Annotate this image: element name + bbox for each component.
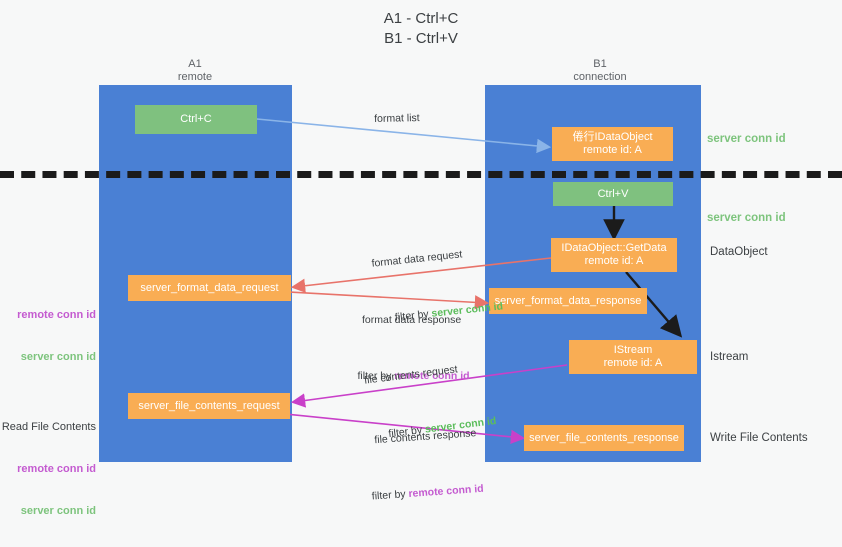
box-ctrl-v-line1: Ctrl+V: [597, 187, 629, 200]
right-label-write-file-contents: Write File Contents: [710, 432, 808, 444]
box-server-format-data-request-line1: server_format_data_request: [140, 281, 279, 294]
caption-file-contents-response-line2: filter by remote conn id: [371, 482, 484, 503]
right-label-server-conn-id-2: server conn id: [707, 212, 786, 224]
caption-file-contents-response-line1: file contents response: [373, 427, 477, 447]
box-server-file-contents-request[interactable]: server_file_contents_request: [128, 393, 290, 419]
caption-format-data-response-line1: format data response: [362, 314, 462, 326]
right-label-istream: Istream: [710, 351, 749, 363]
left-label-format-data-remote: remote conn id: [17, 309, 96, 321]
box-ctrl-c-line1: Ctrl+C: [180, 113, 212, 125]
box-idataobject[interactable]: 倦行IDataObject remote id: A: [552, 127, 673, 161]
box-idataobject-getdata[interactable]: IDataObject::GetData remote id: A: [551, 238, 677, 272]
lane-header-b1: B1 connection: [573, 58, 627, 83]
box-server-file-contents-response-line1: server_file_contents_response: [529, 431, 679, 444]
left-label-read-file-contents-remote: remote conn id: [17, 463, 96, 475]
caption-format-list: format list: [374, 112, 420, 125]
box-server-file-contents-response[interactable]: server_file_contents_response: [524, 425, 684, 451]
box-istream-line1: IStream: [613, 344, 653, 356]
box-idataobject-getdata-line2: remote id: A: [584, 255, 644, 267]
caption-file-contents-request-line1: file contents request: [363, 363, 459, 387]
box-server-format-data-request[interactable]: server_format_data_request: [128, 275, 291, 301]
box-server-format-data-response-line1: server_format_data_response: [494, 294, 642, 307]
left-label-format-data-server: server conn id: [20, 351, 96, 363]
lane-header-a1: A1 remote: [177, 58, 213, 83]
phase-divider: [0, 171, 842, 178]
right-label-server-conn-id-1: server conn id: [707, 133, 786, 145]
box-ctrl-c[interactable]: Ctrl+C: [135, 105, 257, 134]
caption-format-data-request-line1: format data request: [371, 248, 463, 270]
caption-file-contents-response: file contents response filter by remote …: [348, 398, 487, 547]
box-istream[interactable]: IStream remote id: A: [569, 340, 697, 374]
box-server-format-data-response[interactable]: server_format_data_response: [489, 288, 647, 314]
box-server-file-contents-request-line1: server_file_contents_request: [138, 399, 280, 412]
box-ctrl-v[interactable]: Ctrl+V: [553, 182, 673, 206]
caption-format-data-response: format data response filter by remote co…: [340, 285, 470, 425]
left-label-read-file-contents-heading: Read File Contents: [1, 421, 96, 433]
page-title: A1 - Ctrl+C B1 - Ctrl+V: [383, 10, 459, 47]
box-idataobject-line2: remote id: A: [583, 144, 642, 156]
left-label-read-file-contents: Read File Contents remote conn id server…: [0, 392, 96, 546]
box-idataobject-line1: 倦行IDataObject: [572, 131, 653, 143]
diagram-canvas: A1 - Ctrl+C B1 - Ctrl+V A1 remote B1 con…: [0, 10, 842, 517]
box-idataobject-getdata-line1: IDataObject::GetData: [561, 242, 667, 254]
box-istream-line2: remote id: A: [603, 357, 663, 369]
caption-format-data-response-line2: filter by remote conn id: [357, 370, 470, 382]
left-label-read-file-contents-server: server conn id: [20, 505, 96, 517]
right-label-dataobject: DataObject: [710, 246, 768, 258]
left-label-format-data: remote conn id server conn id: [0, 280, 96, 392]
